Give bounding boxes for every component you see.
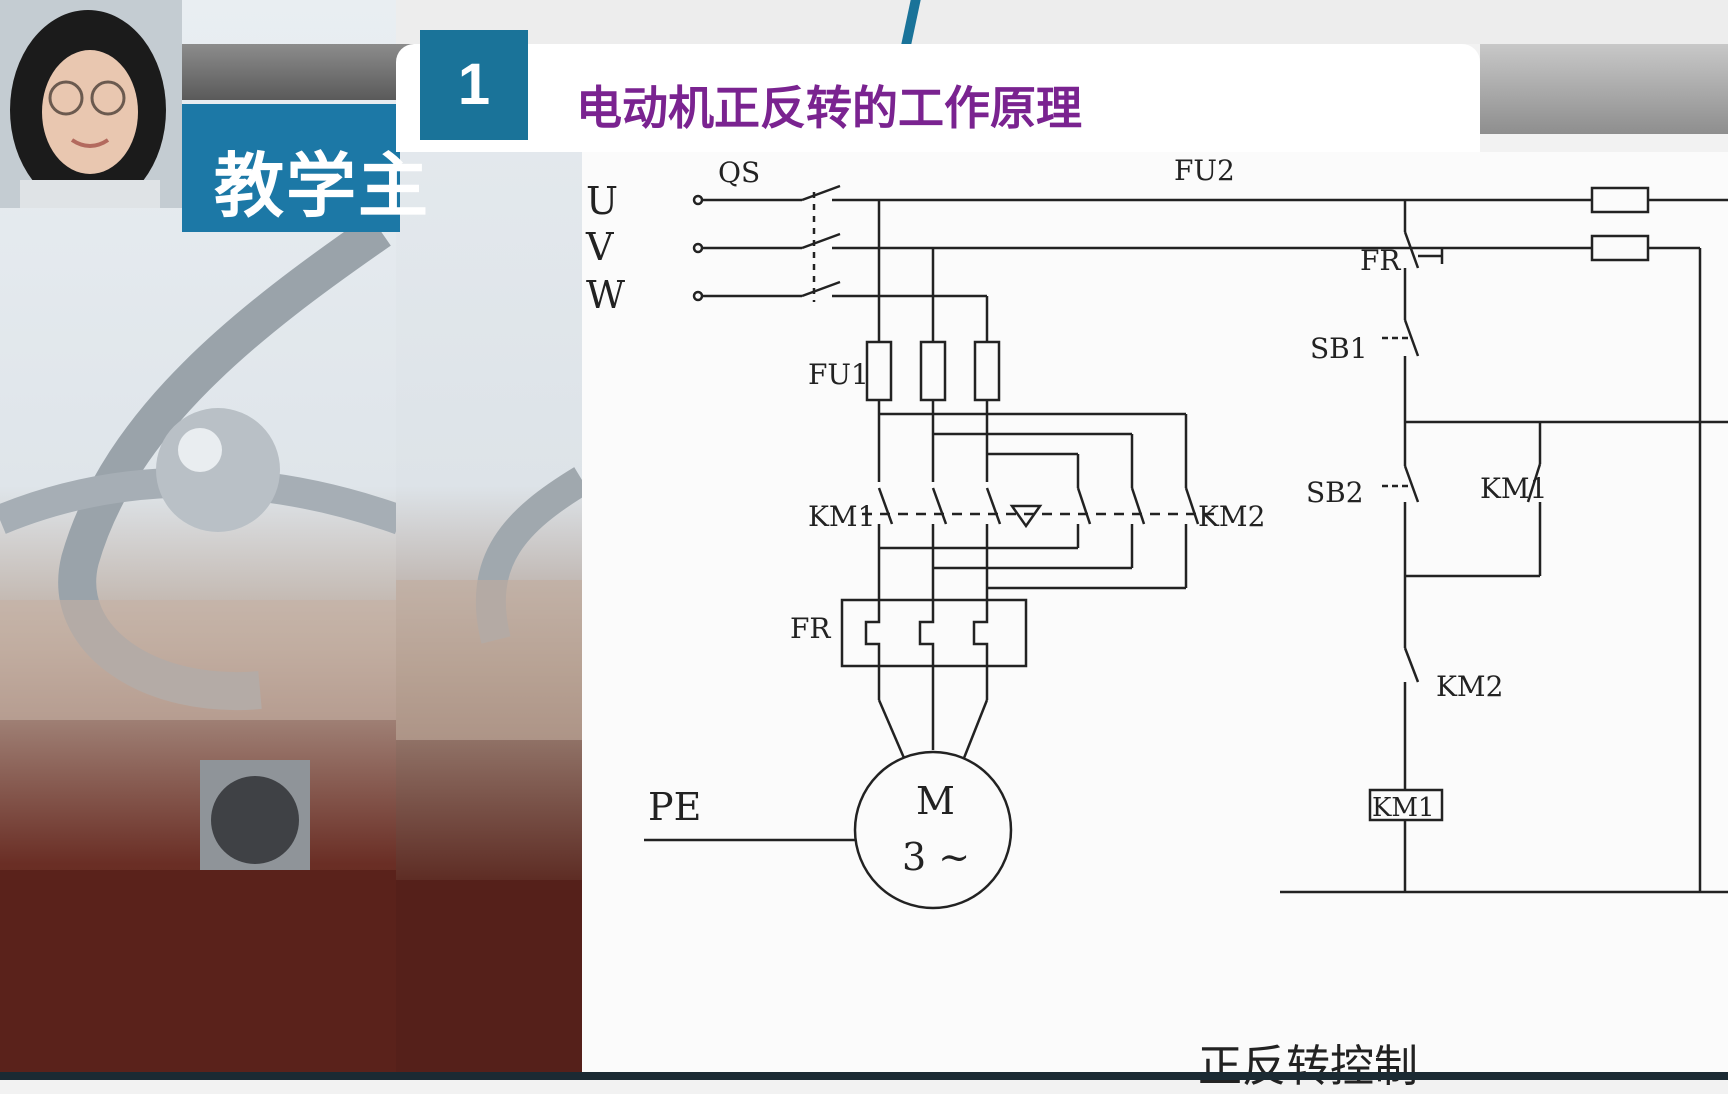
- label-km1-coil: KM1: [1372, 793, 1435, 823]
- background-banner-text: 教学主: [214, 145, 430, 227]
- label-w: W: [586, 273, 625, 317]
- label-km2-aux: KM2: [1436, 670, 1503, 703]
- label-v: V: [585, 225, 614, 269]
- label-sb1: SB1: [1310, 332, 1368, 365]
- background-banner: [182, 104, 400, 232]
- webcam-video: [0, 0, 182, 208]
- slide-top-strip: [396, 0, 1728, 44]
- circuit-diagram-panel: U V W QS FU2 FU1 KM1 KM2 FR FR SB1 SB2 K…: [582, 152, 1728, 1076]
- sculpture-image-2: [396, 467, 582, 1080]
- bottom-strip: [0, 1072, 1728, 1080]
- label-km1-aux: KM1: [1480, 472, 1547, 505]
- campus-photo-background-2: [396, 0, 582, 1080]
- label-fr-ctrl: FR: [1360, 244, 1401, 277]
- slide-header-gradient: [1480, 44, 1728, 134]
- presenter-avatar: [0, 0, 182, 208]
- label-sb2: SB2: [1306, 476, 1364, 509]
- sculpture-image: [0, 214, 400, 1080]
- label-fr-main: FR: [790, 612, 831, 645]
- label-fu1: FU1: [808, 358, 869, 391]
- motor-forward-reverse-circuit: U V W QS FU2 FU1 KM1 KM2 FR FR SB1 SB2 K…: [585, 154, 1728, 910]
- slide-header: [396, 44, 1480, 152]
- slide-number-badge: 1: [420, 30, 528, 140]
- label-motor-phase: 3 ~: [902, 835, 970, 879]
- label-motor-m: M: [916, 779, 955, 823]
- slide-title: 电动机正反转的工作原理: [576, 81, 1082, 135]
- diagram-caption: 正反转控制: [1198, 1041, 1418, 1092]
- label-pe: PE: [648, 785, 701, 829]
- label-qs: QS: [718, 156, 760, 189]
- label-fu2: FU2: [1174, 154, 1235, 187]
- label-u: U: [586, 179, 618, 223]
- label-km1-main: KM1: [808, 500, 875, 533]
- label-km2-main: KM2: [1198, 500, 1265, 533]
